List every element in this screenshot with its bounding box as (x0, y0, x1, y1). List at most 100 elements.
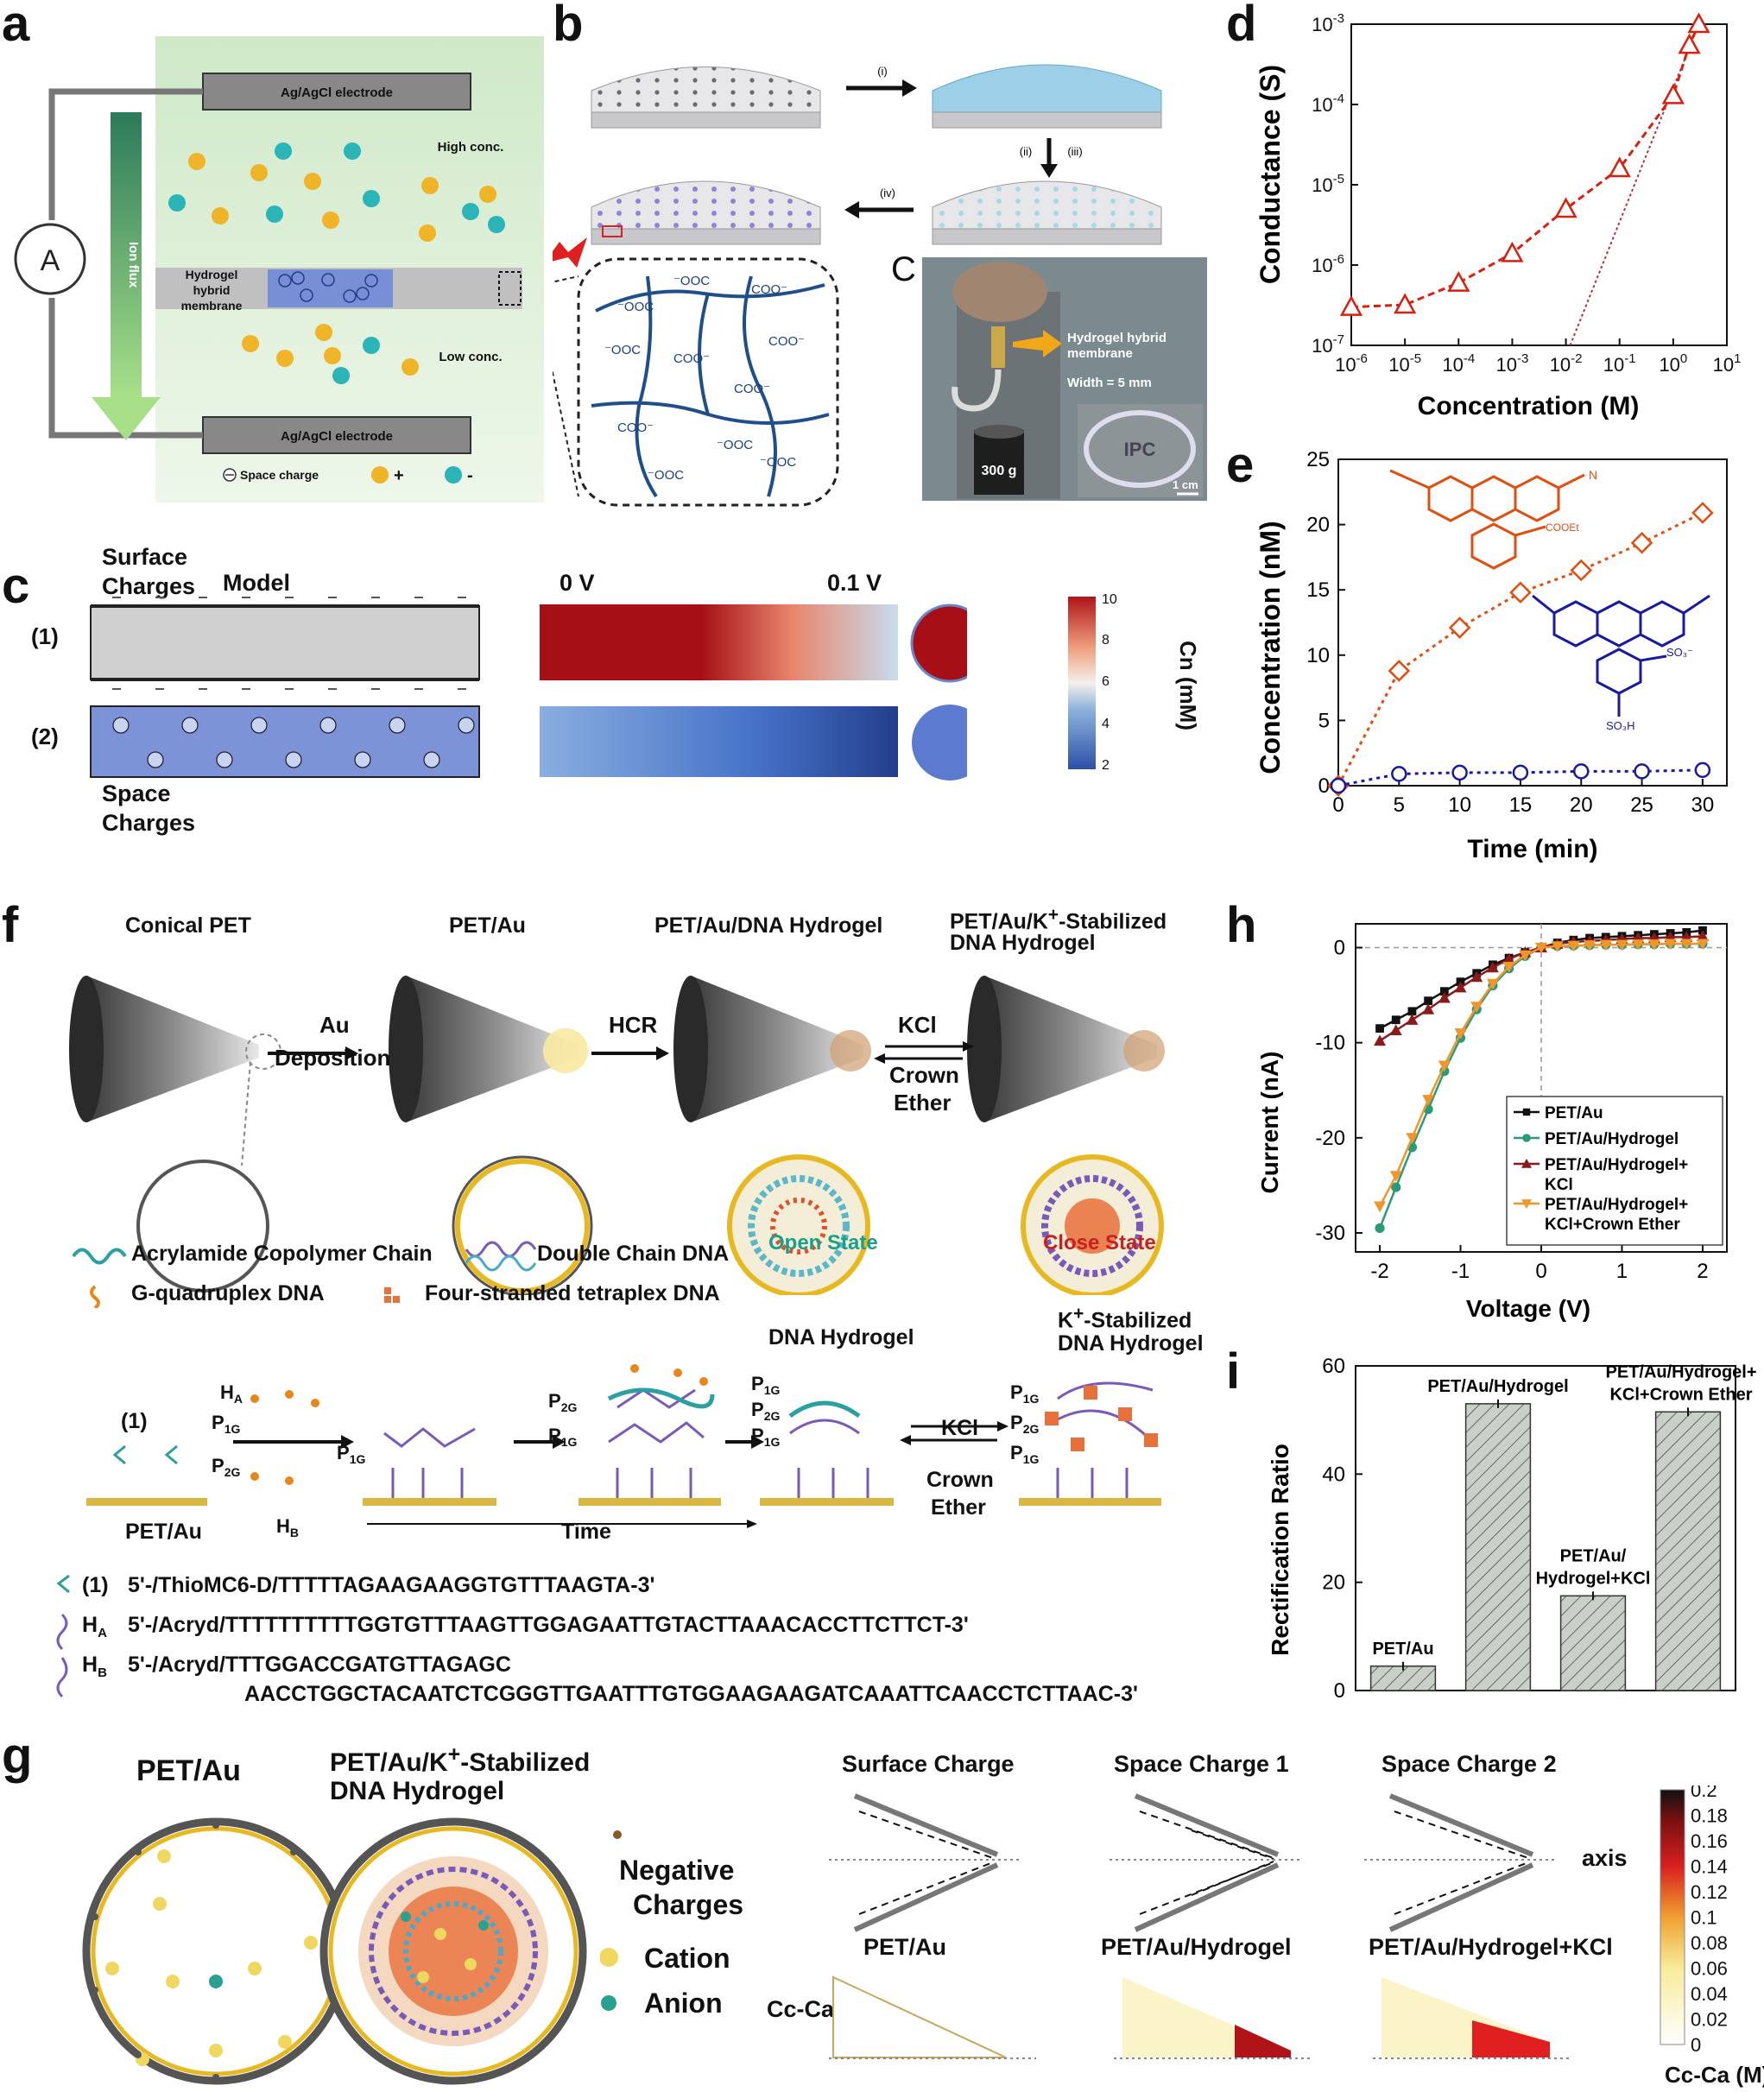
cbc-tick-4: 2 (1102, 758, 1110, 773)
polymer-network (591, 275, 830, 498)
hydrogel-network (278, 271, 378, 303)
g-stab-label-2: DNA Hydrogel (330, 1777, 505, 1805)
e-point (1388, 660, 1411, 682)
e-ytick-label: 5 (1318, 709, 1330, 732)
svg-text:P2G: P2G (751, 1399, 780, 1423)
d-xtick-label: 10-6 (1335, 351, 1368, 376)
bottom-k-label: K+-Stabilized (1058, 1304, 1192, 1333)
svg-text:COO⁻: COO⁻ (751, 282, 787, 297)
svg-text:⁻OOC: ⁻OOC (673, 274, 710, 288)
row1-heatmap (540, 604, 898, 680)
arrow3-a: KCl (898, 1012, 937, 1038)
panel-a-schematic: Ag/AgCl electrode Ag/AgCl electrode A Io… (14, 36, 544, 502)
e-point (1570, 559, 1593, 582)
svg-text:P1G: P1G (1010, 1442, 1039, 1466)
svg-text:P1G: P1G (751, 1425, 780, 1449)
panel-label-f: f (2, 897, 19, 953)
colorbar-g-gradient (1660, 1789, 1685, 2045)
h-legend-marker (1521, 1199, 1532, 1209)
stage4-text-a: PET/Au/K (950, 909, 1048, 934)
h-legend-label-2: KCl+Crown Ether (1545, 1216, 1680, 1234)
d-ylabel: Conductance (S) (1255, 65, 1286, 284)
wire-top (48, 88, 203, 220)
membrane-label-1: Hydrogel (186, 268, 238, 281)
h-point (1519, 950, 1532, 962)
hydrogel-zoom-box (577, 257, 839, 507)
svg-text:P2G: P2G (548, 1390, 577, 1414)
colorbar-c-gradient (1068, 597, 1096, 769)
h-xtick-label: 1 (1616, 1260, 1628, 1283)
e-series-line (1337, 511, 1704, 787)
panel-f-cones (69, 976, 1165, 1295)
d-xtick-label: 100 (1659, 351, 1687, 376)
h-point (1374, 1201, 1387, 1213)
e-ytick-label: 25 (1306, 448, 1330, 471)
cone-profiles (829, 1793, 1554, 1932)
bottom-crown-label: Crown (926, 1468, 994, 1492)
d-point (1661, 83, 1685, 104)
arrow3-b: Crown (889, 1062, 959, 1088)
ions-top (168, 142, 505, 242)
e-point (1509, 581, 1532, 604)
disk-4 (932, 180, 1162, 230)
h-legend-box (1506, 1096, 1723, 1246)
cbc-tick-0: 10 (1102, 592, 1117, 607)
e-point (1691, 502, 1714, 524)
h-point (1599, 939, 1612, 951)
bottom-k-text-2: -Stabilized (1084, 1308, 1192, 1333)
h-point (1422, 1095, 1435, 1106)
d-point (1501, 241, 1524, 262)
i-ylabel: Rectification Ratio (1267, 1444, 1293, 1656)
disk-1 (591, 66, 821, 113)
h-legend-label-2: KCl (1545, 1176, 1573, 1194)
svg-text:COO⁻: COO⁻ (673, 351, 710, 366)
d-series-line (1350, 23, 1700, 309)
h-point (1470, 1002, 1483, 1013)
g-bottom-label-1: PET/Au (863, 1934, 947, 1960)
ion-flux-arrow (111, 112, 142, 397)
cone-2 (389, 976, 593, 1295)
d-xtick-label: 10-1 (1603, 351, 1636, 376)
axis-label: axis (1582, 1845, 1628, 1871)
svg-text:P2G: P2G (212, 1455, 240, 1479)
h-point (1439, 987, 1449, 996)
h-legend-label: PET/Au/Hydrogel (1545, 1130, 1679, 1148)
h-point (1470, 970, 1483, 983)
weight-label: 300 g (982, 464, 1017, 478)
cation-legend-dot (371, 466, 389, 483)
d-xtick-label: 10-5 (1388, 351, 1421, 376)
h-point (1486, 961, 1499, 973)
i-bar (1464, 1403, 1532, 1691)
i-ytick-label: 20 (1322, 1571, 1345, 1595)
panel-label-b: b (553, 0, 584, 52)
colorbar-c-label: Cn (mM) (1175, 641, 1201, 730)
cbg-tick: 0.14 (1691, 1856, 1728, 1878)
e-point (1694, 762, 1711, 779)
ion-flux-label: Ion flux (126, 242, 141, 288)
d-point (1447, 271, 1470, 292)
space-charge-1-title: Space Charge 1 (1114, 1751, 1289, 1777)
negative-label-2: Charges (633, 1889, 744, 1920)
disk-3 (591, 180, 821, 230)
panel-c-model (90, 597, 967, 781)
surface-charge-title: Surface Charge (842, 1751, 1015, 1777)
cbc-tick-3: 4 (1102, 717, 1110, 731)
bottom-dna-label: DNA Hydrogel (768, 1325, 914, 1349)
e-point (1512, 764, 1529, 781)
panel-c-colorbar: 10 8 6 4 2 Cn (mM) (1068, 592, 1201, 773)
i-bar (1559, 1595, 1627, 1691)
i-bar (1654, 1411, 1722, 1691)
h-point (1391, 1182, 1401, 1192)
h-point (1584, 940, 1596, 951)
cbg-tick: 0.02 (1691, 2009, 1728, 2031)
i-bar-label: PET/Au (1372, 1640, 1433, 1659)
row1-cross-section (910, 604, 967, 683)
h-point (1375, 1024, 1384, 1033)
close-state-label: Close State (1043, 1231, 1156, 1255)
h-legend-marker (1521, 1159, 1532, 1168)
i-ytick-label: 0 (1334, 1679, 1345, 1703)
bottom-ether-label: Ether (931, 1495, 986, 1520)
g-stab-label: PET/Au/K+-Stabilized (330, 1742, 591, 1777)
concentration-profiles (829, 1975, 1571, 2059)
d-xlabel: Concentration (M) (1418, 392, 1640, 420)
